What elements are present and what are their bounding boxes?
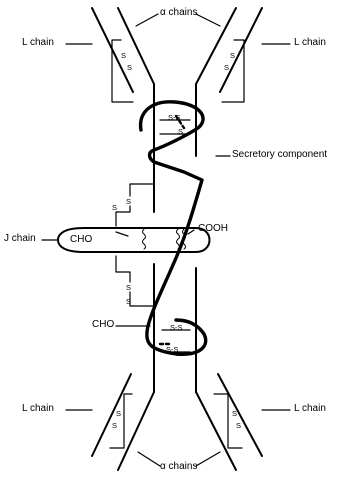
label-l-chain-top-right: L chain [294,38,326,48]
label-j-chain: J chain [4,234,36,244]
bond-s-tl-b: S [127,64,132,72]
ss-hinge-ladder-bottom [116,256,154,306]
bond-ss-bottom-2: S-S [166,346,179,354]
label-alpha-chains-bottom: α chains [160,462,197,472]
ss-heavy-top [160,120,190,134]
bond-s-top-1: S [178,128,183,136]
label-l-chain-top-left: L chain [22,38,54,48]
bond-s-hbl-a: S [126,284,131,292]
label-cho-lower: CHO [92,320,114,330]
heavy-chain-bottom-right [196,392,236,470]
bond-s-tl-a: S [121,52,126,60]
label-cho-j: CHO [70,235,92,245]
bond-s-tr-b: S [224,64,229,72]
l-chain-bottom-right [218,374,262,456]
j-chain-bond-1 [143,229,146,249]
bond-s-hl-b: S [112,204,117,212]
bond-s-tr-a: S [230,52,235,60]
label-l-chain-bottom-left: L chain [22,404,54,414]
j-chain-bond-2 [177,229,180,249]
heavy-chain-top-right [196,8,236,124]
l-chain-bottom-left [92,374,131,456]
label-cooh: COOH [198,224,228,234]
bond-s-bl-a: S [116,410,121,418]
bond-ss-top-1: S-S [168,114,181,122]
bond-s-hl-a: S [126,198,131,206]
label-alpha-chains-top: α chains [160,8,197,18]
bond-s-hbl-b: S [126,298,131,306]
bond-s-br-b: S [236,422,241,430]
label-secretory-component: Secretory component [232,150,327,160]
bond-s-br-a: S [232,410,237,418]
cooh-pointer [188,230,194,234]
l-chain-top-right [220,8,262,92]
label-l-chain-bottom-right: L chain [294,404,326,414]
bond-s-bl-b: S [112,422,117,430]
bond-ss-bottom-1: S-S [170,324,183,332]
